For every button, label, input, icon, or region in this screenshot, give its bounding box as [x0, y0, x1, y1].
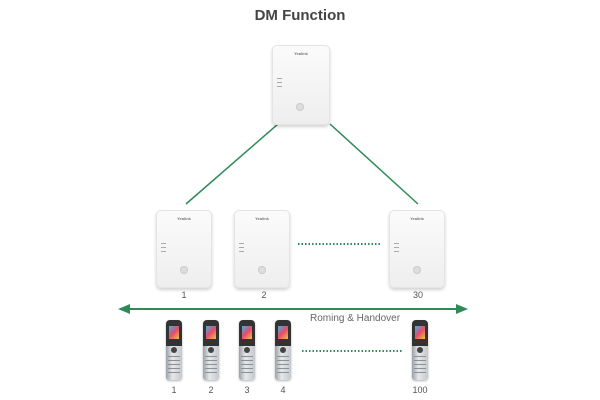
link-manager-base-30	[329, 123, 419, 205]
handset-label: 100	[412, 385, 428, 395]
base-label: 2	[261, 290, 267, 300]
handset-label: 3	[244, 385, 250, 395]
base-station-1: Yealink	[156, 210, 212, 288]
base-station-2: Yealink	[234, 210, 290, 288]
base-label: 30	[412, 290, 423, 300]
handset-3	[239, 320, 255, 380]
roaming-caption: Roming & Handover	[310, 313, 401, 324]
arrow-right-head	[456, 304, 468, 314]
handset-1	[166, 320, 182, 380]
handset-2	[203, 320, 219, 380]
handset-4	[275, 320, 291, 380]
base-station-30: Yealink	[389, 210, 445, 288]
base-label: 1	[181, 290, 187, 300]
diagram-title: DM Function	[254, 7, 346, 24]
handset-label: 4	[280, 385, 286, 395]
dect-manager-device: Yealink	[272, 45, 330, 125]
handset-label: 1	[171, 385, 177, 395]
arrow-left-head	[118, 304, 130, 314]
handset-label: 2	[208, 385, 214, 395]
link-manager-base-1	[185, 123, 279, 205]
handset-100	[412, 320, 428, 380]
